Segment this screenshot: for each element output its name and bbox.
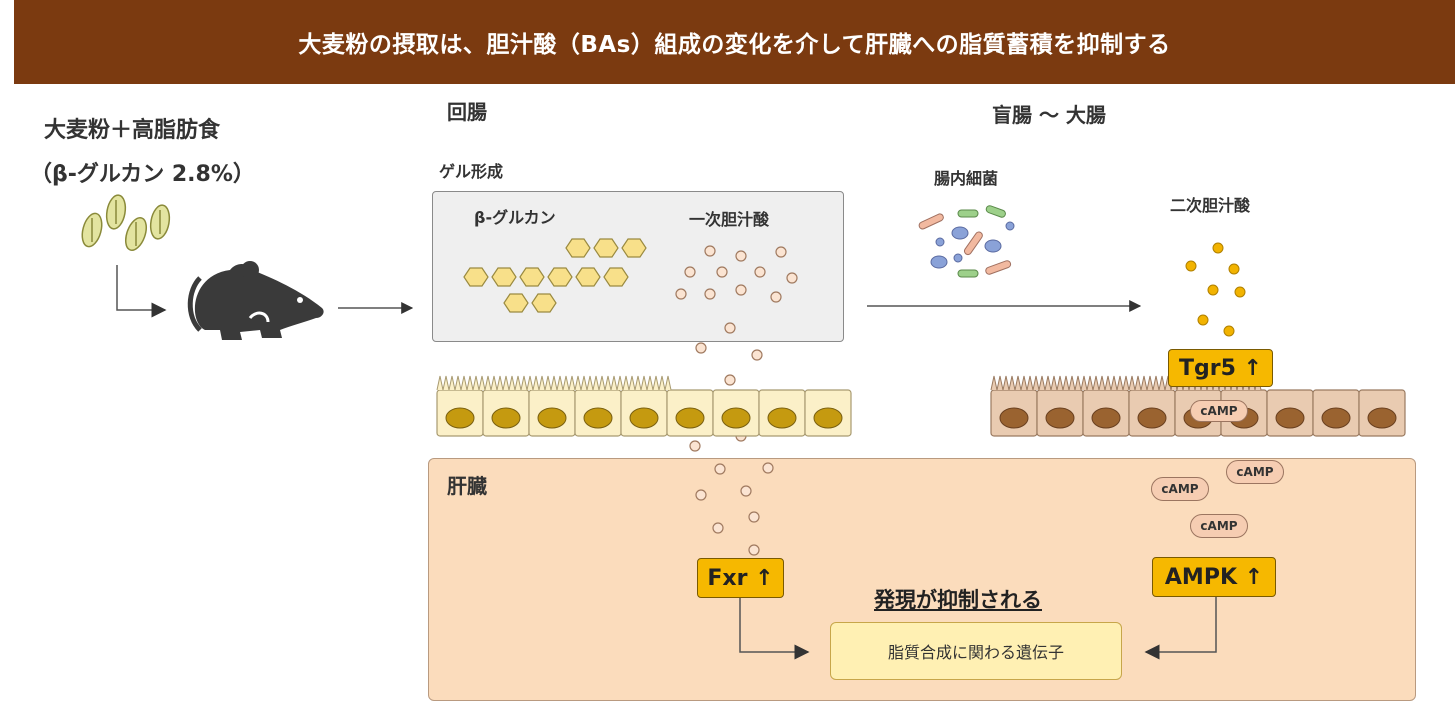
camp-badge: cAMP xyxy=(1190,514,1248,538)
secondary-ba-label: 二次胆汁酸 xyxy=(1170,196,1251,215)
liver-label: 肝臓 xyxy=(447,474,487,498)
lipid-synthesis-genes-label: 脂質合成に関わる遺伝子 xyxy=(887,643,1064,662)
primary-ba-label: 一次胆汁酸 xyxy=(689,210,770,229)
gut-bacteria-icon xyxy=(918,205,1015,278)
ampk-tag: AMPK ↑ xyxy=(1152,557,1276,597)
ileum-epithelium xyxy=(436,375,852,437)
lipid-synthesis-genes-box: 脂質合成に関わる遺伝子 xyxy=(830,622,1122,680)
diet-label: 大麦粉＋高脂肪食 xyxy=(44,118,221,143)
title-banner: 大麦粉の摂取は、胆汁酸（BAs）組成の変化を介して肝臓への脂質蓄積を抑制する xyxy=(14,0,1455,84)
beta-glucan-molecule xyxy=(463,238,647,313)
mouse-icon xyxy=(187,261,324,340)
beta-glucan-label: β-グルカン xyxy=(474,208,556,227)
arrow-fxr-to-genes xyxy=(739,596,810,660)
secondary-bile-acid-dots xyxy=(1185,242,1246,337)
title-text: 大麦粉の摂取は、胆汁酸（BAs）組成の変化を介して肝臓への脂質蓄積を抑制する xyxy=(298,32,1171,58)
fxr-tag: Fxr ↑ xyxy=(697,558,784,598)
suppression-label: 発現が抑制される xyxy=(874,588,1042,612)
gut-bacteria-label: 腸内細菌 xyxy=(934,169,999,188)
barley-grain-icon xyxy=(81,194,171,252)
gel-box xyxy=(432,191,844,342)
tgr5-tag: Tgr5 ↑ xyxy=(1168,349,1273,387)
camp-badge: cAMP xyxy=(1226,460,1284,484)
colon-label: 盲腸 〜 大腸 xyxy=(992,103,1106,127)
ileum-label: 回腸 xyxy=(447,100,487,124)
arrow-ampk-to-genes xyxy=(1144,596,1217,660)
arrow-grain-to-mouse xyxy=(116,265,167,318)
camp-badge: cAMP xyxy=(1151,477,1209,501)
gel-formation-label: ゲル形成 xyxy=(439,162,504,181)
diet-sublabel: （β-グルカン 2.8%） xyxy=(30,162,255,187)
camp-badge: cAMP xyxy=(1190,400,1248,422)
